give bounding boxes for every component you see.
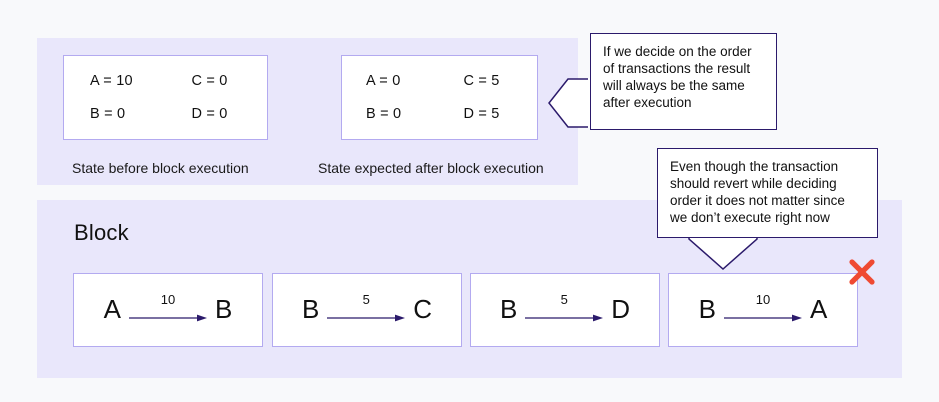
transaction-arrow: 5 bbox=[327, 292, 406, 325]
transaction-amount: 10 bbox=[160, 292, 176, 307]
transaction-from: B bbox=[301, 294, 320, 324]
transaction-amount: 5 bbox=[560, 292, 568, 307]
state-cell-d: D = 5 bbox=[463, 106, 500, 123]
transaction-from: B bbox=[698, 294, 716, 324]
transaction-amount: 5 bbox=[362, 292, 370, 307]
transaction-from: A bbox=[103, 294, 121, 324]
transaction-arrow: 5 bbox=[525, 292, 604, 325]
arrow-right-icon bbox=[724, 314, 802, 322]
block-title: Block bbox=[74, 220, 129, 245]
callout-order-text: If we decide on the order of transaction… bbox=[603, 44, 752, 110]
state-cell-c: C = 5 bbox=[463, 72, 500, 89]
state-cell-c: C = 0 bbox=[191, 72, 228, 89]
state-grid-after: A = 0 C = 5 B = 0 D = 5 bbox=[342, 56, 537, 139]
callout-tail-down bbox=[688, 232, 758, 271]
arrow-right-icon bbox=[327, 314, 406, 322]
transaction-box: A 10 B bbox=[73, 273, 263, 347]
callout-revert-body: Even though the transaction should rever… bbox=[657, 148, 878, 238]
transaction-content: B 10 A bbox=[669, 274, 857, 346]
transaction-box: B 10 A bbox=[668, 273, 858, 347]
transaction-arrow: 10 bbox=[724, 292, 802, 325]
transaction-amount: 10 bbox=[755, 292, 771, 307]
transaction-to: A bbox=[810, 294, 828, 324]
callout-tail-left bbox=[548, 78, 594, 128]
transaction-from: B bbox=[499, 294, 518, 324]
state-box-after: A = 0 C = 5 B = 0 D = 5 bbox=[341, 55, 538, 140]
caption-state-after: State expected after block execution bbox=[318, 160, 544, 176]
transaction-box: B 5 D bbox=[470, 273, 660, 347]
arrow-right-icon bbox=[129, 314, 207, 322]
transaction-content: B 5 C bbox=[273, 274, 461, 346]
caption-state-before: State before block execution bbox=[72, 160, 249, 176]
state-cell-b: B = 0 bbox=[366, 106, 402, 123]
transaction-content: A 10 B bbox=[74, 274, 262, 346]
transaction-to: C bbox=[413, 294, 433, 324]
arrow-right-icon bbox=[525, 314, 604, 322]
transaction-box: B 5 C bbox=[272, 273, 462, 347]
transaction-to: B bbox=[215, 294, 233, 324]
transaction-arrow: 10 bbox=[129, 292, 207, 325]
close-x-icon bbox=[849, 259, 875, 285]
transaction-to: D bbox=[611, 294, 631, 324]
state-cell-a: A = 10 bbox=[90, 72, 133, 89]
state-cell-d: D = 0 bbox=[191, 106, 228, 123]
callout-order-body: If we decide on the order of transaction… bbox=[590, 33, 777, 130]
state-box-before: A = 10 C = 0 B = 0 D = 0 bbox=[63, 55, 268, 140]
state-cell-a: A = 0 bbox=[366, 72, 401, 89]
callout-revert-text: Even though the transaction should rever… bbox=[670, 159, 845, 225]
transaction-content: B 5 D bbox=[471, 274, 659, 346]
state-grid-before: A = 10 C = 0 B = 0 D = 0 bbox=[64, 56, 267, 139]
state-cell-b: B = 0 bbox=[90, 106, 126, 123]
